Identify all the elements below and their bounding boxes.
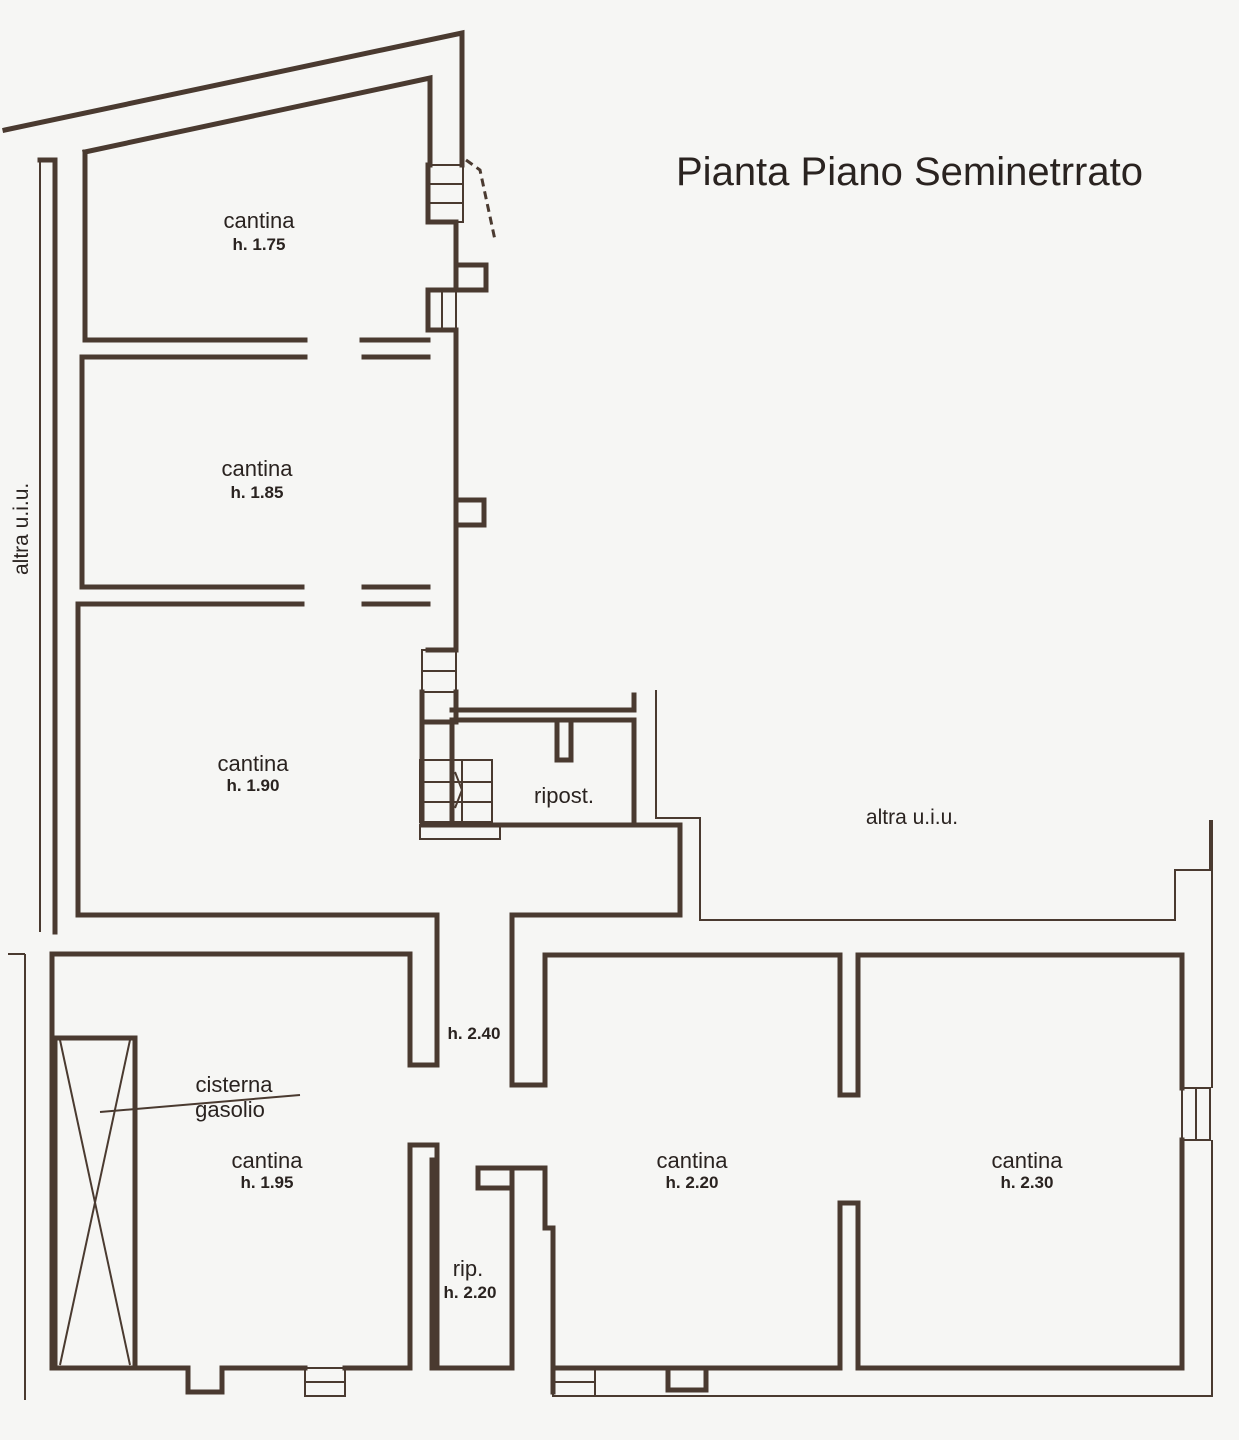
room-name: cantina bbox=[218, 751, 290, 776]
room-height: h. 2.30 bbox=[1001, 1173, 1054, 1192]
room-height: h. 1.75 bbox=[233, 235, 286, 254]
cisterna-line2: gasolio bbox=[195, 1097, 265, 1122]
room-name: cantina bbox=[992, 1148, 1064, 1173]
room-name: ripost. bbox=[534, 783, 594, 808]
room-cantina-1: cantina h. 1.75 bbox=[224, 208, 296, 254]
room-ripostiglio: ripost. bbox=[534, 783, 594, 808]
room-height: h. 2.40 bbox=[448, 1024, 501, 1043]
room-height: h. 1.85 bbox=[231, 483, 284, 502]
room-cantina-5: cantina h. 2.20 bbox=[657, 1148, 729, 1192]
room-cantina-3: cantina h. 1.90 bbox=[218, 751, 290, 795]
room-name: cantina bbox=[232, 1148, 304, 1173]
room-height: h. 2.20 bbox=[666, 1173, 719, 1192]
room-name: cantina bbox=[222, 456, 294, 481]
room-height: h. 2.20 bbox=[444, 1283, 497, 1302]
room-height: h. 1.95 bbox=[241, 1173, 294, 1192]
room-name: cantina bbox=[657, 1148, 729, 1173]
room-cantina-4: cantina h. 1.95 bbox=[232, 1148, 304, 1192]
outer-walls bbox=[2, 29, 1213, 1400]
corridor: h. 2.40 bbox=[448, 1024, 501, 1043]
neighbour-label-left: altra u.i.u. bbox=[10, 483, 33, 575]
room-name: rip. bbox=[453, 1256, 484, 1281]
plan-title: Pianta Piano Seminetrrato bbox=[676, 150, 1143, 194]
neighbour-label-right: altra u.i.u. bbox=[866, 806, 958, 829]
cisterna-label: cisterna gasolio bbox=[195, 1072, 273, 1122]
room-cantina-2: cantina h. 1.85 bbox=[222, 456, 294, 502]
cisterna-line1: cisterna bbox=[195, 1072, 273, 1097]
room-rip: rip. h. 2.20 bbox=[444, 1256, 497, 1302]
room-name: cantina bbox=[224, 208, 296, 233]
room-height: h. 1.90 bbox=[227, 776, 280, 795]
room-cantina-6: cantina h. 2.30 bbox=[992, 1148, 1064, 1192]
